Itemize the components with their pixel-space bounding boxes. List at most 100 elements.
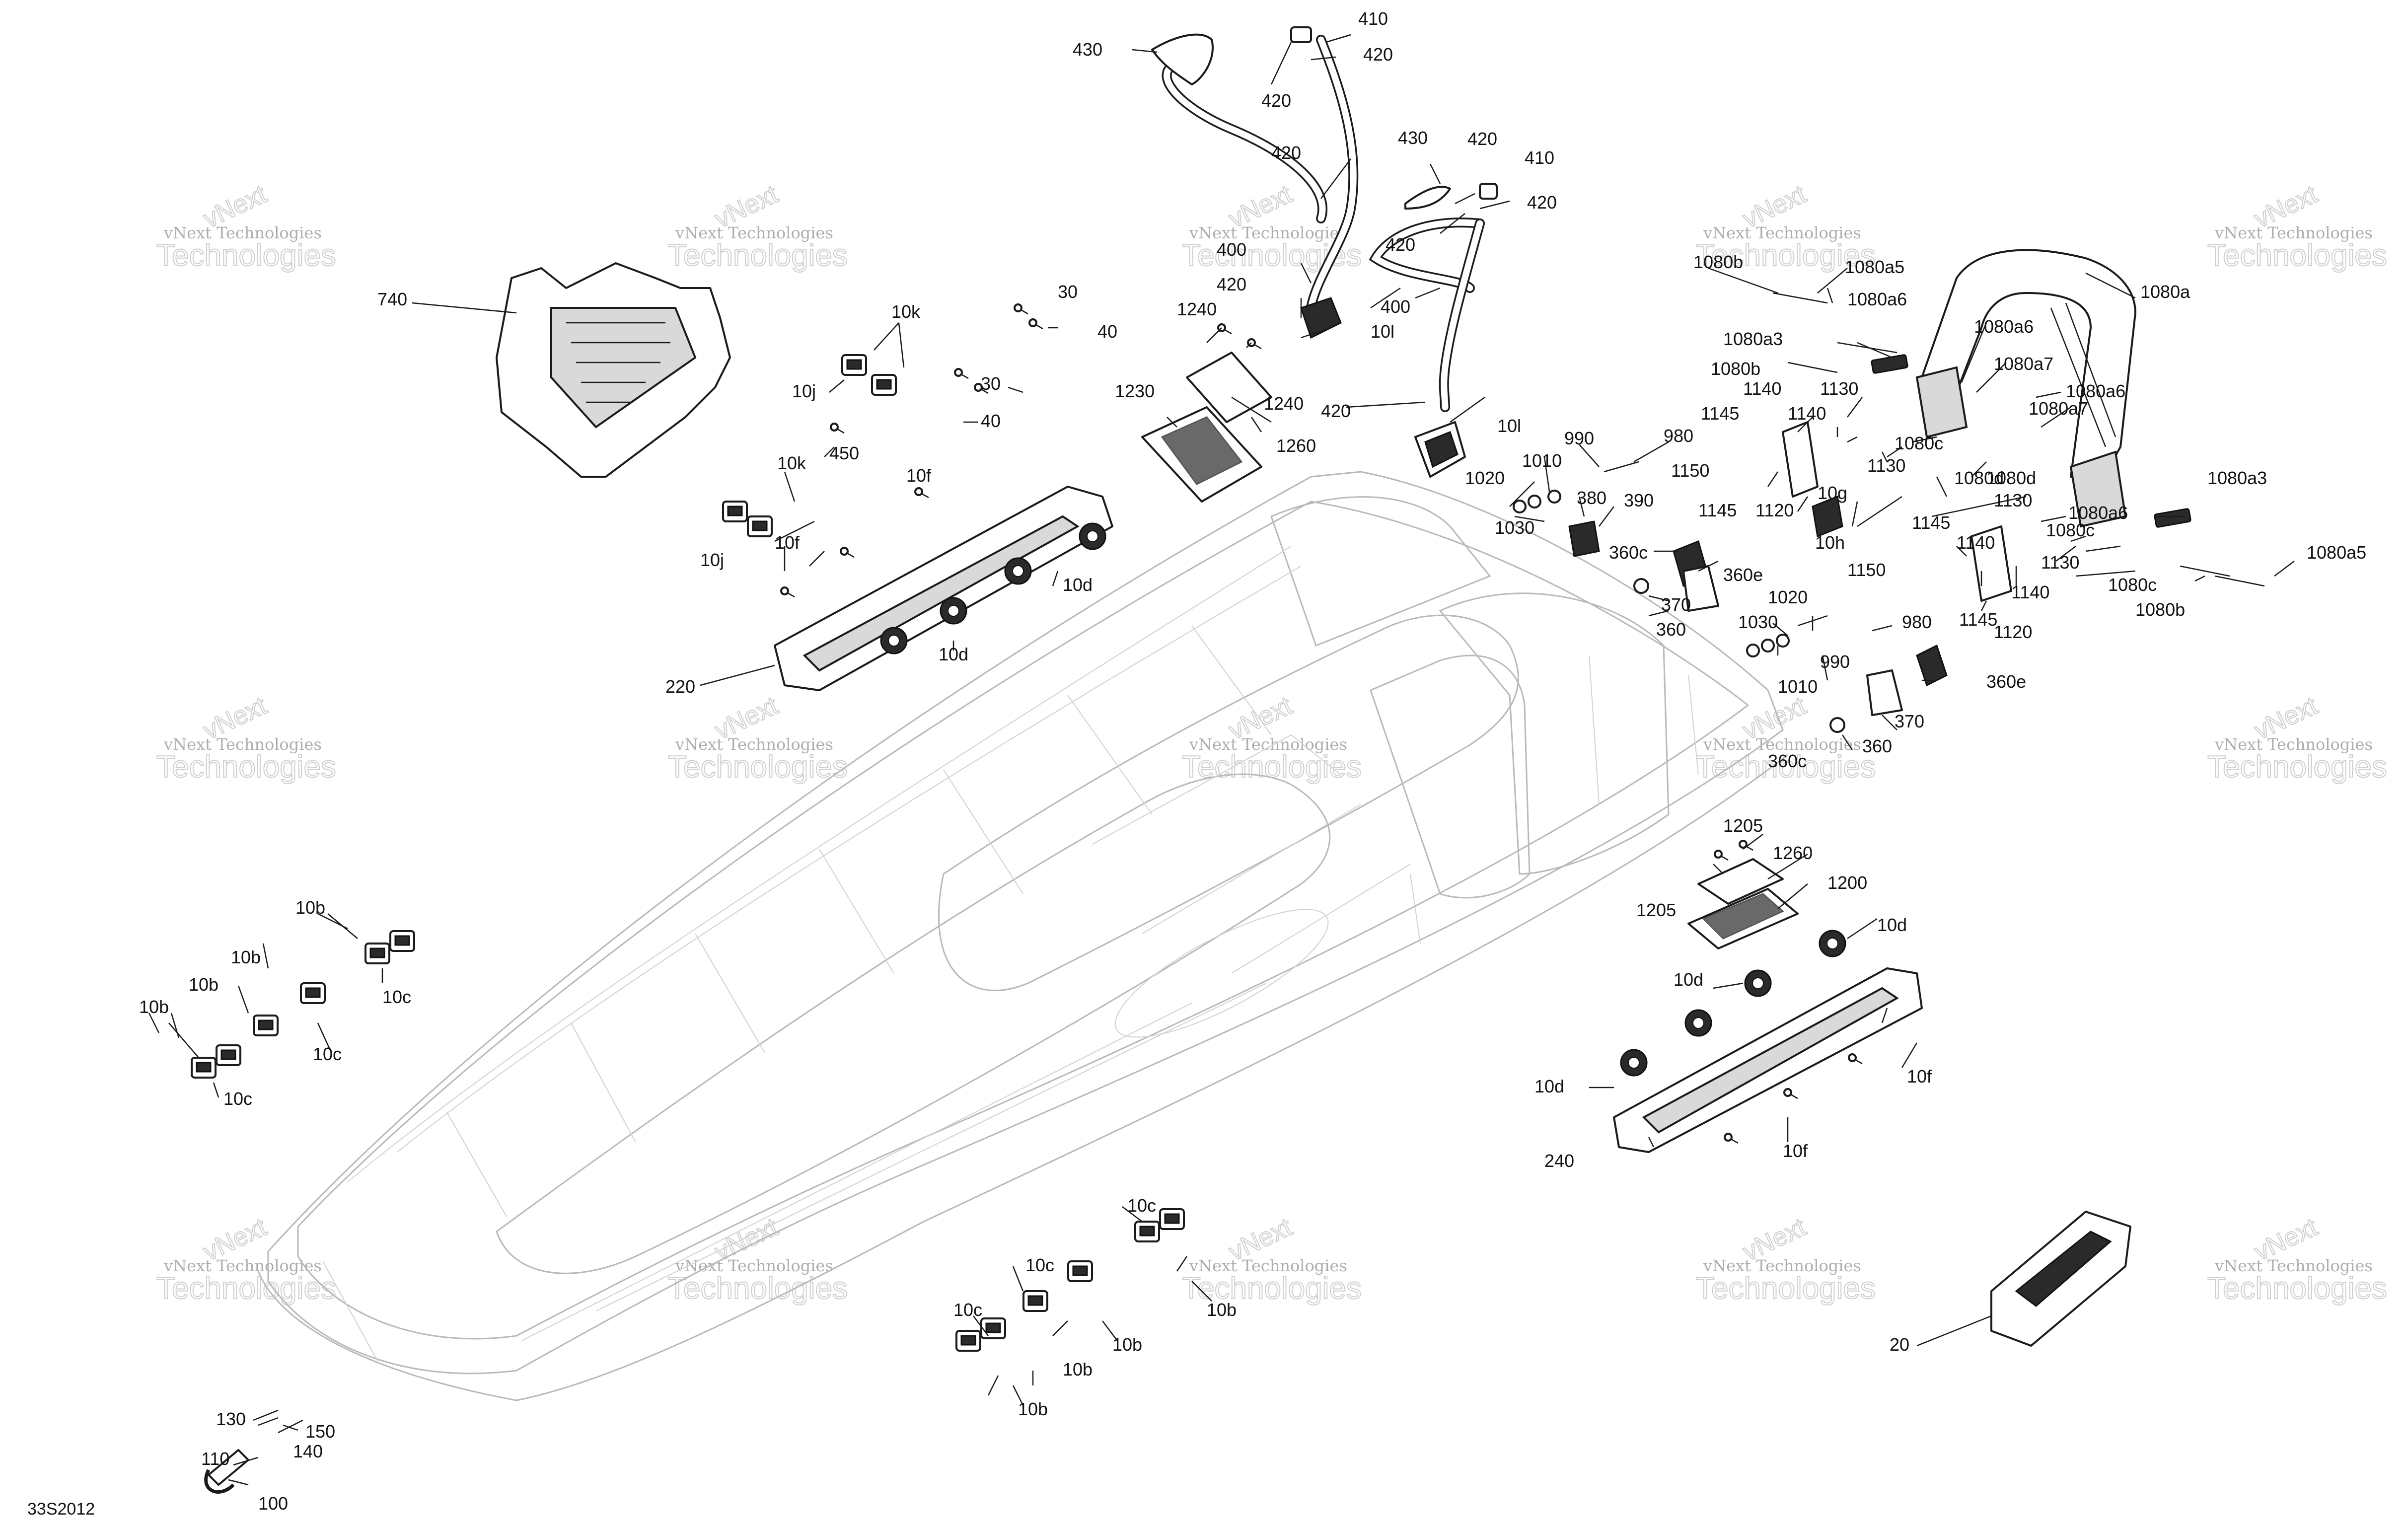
- watermark-line: vNext Technologies: [675, 223, 833, 242]
- watermark-big: Technologies: [2207, 238, 2387, 273]
- wheel-icon: [1744, 969, 1772, 997]
- callout-label: 420: [1217, 274, 1246, 294]
- callout-label: 380: [1577, 488, 1606, 508]
- hull-seat-base: [938, 614, 1519, 991]
- callout-label: 430: [1398, 128, 1428, 148]
- callout-label: 360e: [1986, 671, 2026, 692]
- callout-label: 1080a6: [1974, 316, 2034, 337]
- callout-label: 110: [201, 1449, 229, 1469]
- callout-label: 1080a3: [1723, 329, 1783, 349]
- screw-icon: [1848, 1053, 1863, 1065]
- watermark: vNext vNext Technologies Technologies: [1181, 691, 1362, 785]
- watermark-big: Technologies: [156, 750, 336, 784]
- callout-label: 220: [665, 676, 695, 697]
- watermark-big: Technologies: [1696, 238, 1876, 273]
- callout-label: 10d: [939, 644, 968, 664]
- screw-icon: [1714, 850, 1729, 861]
- callout-label: 1080a7: [2029, 398, 2088, 419]
- callout-label: 370: [1895, 711, 1924, 731]
- watermark-line: vNext Technologies: [163, 735, 322, 754]
- callout-label: 1080a7: [1994, 354, 2053, 374]
- screw-icon: [780, 586, 796, 598]
- clip-icon: [191, 1057, 217, 1079]
- watermark: vNext vNext Technologies Technologies: [2207, 691, 2388, 785]
- callout-label: 10b: [189, 974, 219, 995]
- callout-label: 10b: [1112, 1334, 1142, 1355]
- screw-icon: [1783, 1088, 1799, 1099]
- callout-label: 10d: [1063, 575, 1093, 595]
- part-220-footrest: [774, 486, 1113, 691]
- callout-label: 430: [1073, 39, 1102, 60]
- callout-label: 30: [1058, 282, 1078, 302]
- clip-icon: [955, 1330, 981, 1352]
- callout-label: 1140: [2011, 582, 2049, 602]
- callout-label: 1120: [1994, 622, 2032, 642]
- screw-icon: [1014, 303, 1029, 315]
- callout-label: 410: [1358, 8, 1388, 29]
- clip-icon: [1022, 1290, 1048, 1312]
- hull-rear-platform: [1270, 496, 1491, 647]
- callout-label: 10c: [313, 1044, 342, 1064]
- callout-label: 1140: [1957, 532, 1995, 553]
- watermark: vNext vNext Technologies Technologies: [156, 1212, 337, 1306]
- callout-label: 1130: [2041, 552, 2079, 573]
- wheel-icon: [1819, 930, 1846, 957]
- callout-label: 1080c: [1895, 433, 1943, 453]
- watermarks: vNext vNext Technologies Technologies vN…: [156, 179, 2388, 1306]
- wheel-icon: [880, 627, 908, 654]
- watermark-line: vNext Technologies: [1703, 735, 1861, 754]
- watermark-line: vNext Technologies: [2214, 735, 2373, 754]
- callout-label: 10d: [1877, 915, 1907, 935]
- part-430-clamp-top: [1151, 33, 1214, 85]
- hull-interior-lines: [1092, 655, 1699, 974]
- watermark-big: Technologies: [1696, 1271, 1876, 1306]
- callout-label: 420: [1321, 401, 1351, 421]
- callout-label: 1080a6: [2068, 503, 2128, 523]
- watermark-line: vNext Technologies: [163, 1256, 322, 1275]
- callout-label: 10c: [953, 1300, 982, 1320]
- callout-label: 420: [1527, 192, 1557, 213]
- callout-label: 240: [1544, 1151, 1574, 1171]
- clip-icon: [722, 501, 748, 522]
- watermark-line: vNext Technologies: [2214, 1256, 2373, 1275]
- part-10l-valves: [1300, 297, 1466, 478]
- watermark-big: Technologies: [668, 1271, 848, 1306]
- callout-label: 10b: [231, 947, 261, 967]
- callout-label: 1080d: [1986, 468, 2036, 488]
- callout-label: 10b: [139, 997, 169, 1017]
- leader-lines: [148, 34, 2295, 1486]
- callout-label: 1240: [1177, 299, 1217, 319]
- clip-icon: [871, 374, 897, 396]
- part-1080a3-springs: [1871, 354, 2191, 528]
- callout-label: 980: [1664, 426, 1693, 446]
- watermark-big: Technologies: [1182, 750, 1362, 784]
- callout-labels: 430 410 420 420 420 430 420 410 420 400 …: [27, 8, 2366, 1519]
- callout-label: 1240: [1264, 393, 1304, 414]
- callout-label: 990: [1564, 428, 1594, 448]
- part-1080a-stern-handle: [1915, 249, 2136, 528]
- watermark: vNext vNext Technologies Technologies: [667, 1212, 848, 1306]
- callout-label: 1150: [1671, 460, 1709, 481]
- callout-label: 420: [1386, 234, 1415, 255]
- callout-label: 10l: [1497, 416, 1521, 436]
- callout-label: 360c: [1768, 751, 1807, 771]
- callout-label: 10b: [1063, 1359, 1093, 1380]
- callout-label: 1120: [1755, 500, 1794, 520]
- watermark: vNext vNext Technologies Technologies: [1695, 179, 1876, 273]
- callout-label: 10c: [1025, 1255, 1054, 1275]
- callout-label: 1080a3: [2207, 468, 2267, 488]
- callout-label: 140: [293, 1441, 323, 1461]
- wheel-icon: [1684, 1009, 1712, 1037]
- clip-icon: [300, 982, 326, 1004]
- diagram-reference-code: 33S2012: [27, 1500, 95, 1519]
- callout-label: 420: [1261, 90, 1291, 111]
- watermark-line: vNext Technologies: [1703, 1256, 1861, 1275]
- callout-label: 1080b: [1693, 252, 1743, 272]
- part-1080b-pins: [1772, 292, 2265, 587]
- watermark: vNext vNext Technologies Technologies: [2207, 1212, 2388, 1306]
- hull-footwell-left: [496, 773, 1331, 1274]
- screw-icon: [840, 547, 855, 558]
- callout-label: 1010: [1522, 450, 1562, 471]
- watermark-line: vNext Technologies: [1189, 223, 1347, 242]
- callout-label: 1080a5: [1845, 257, 1904, 277]
